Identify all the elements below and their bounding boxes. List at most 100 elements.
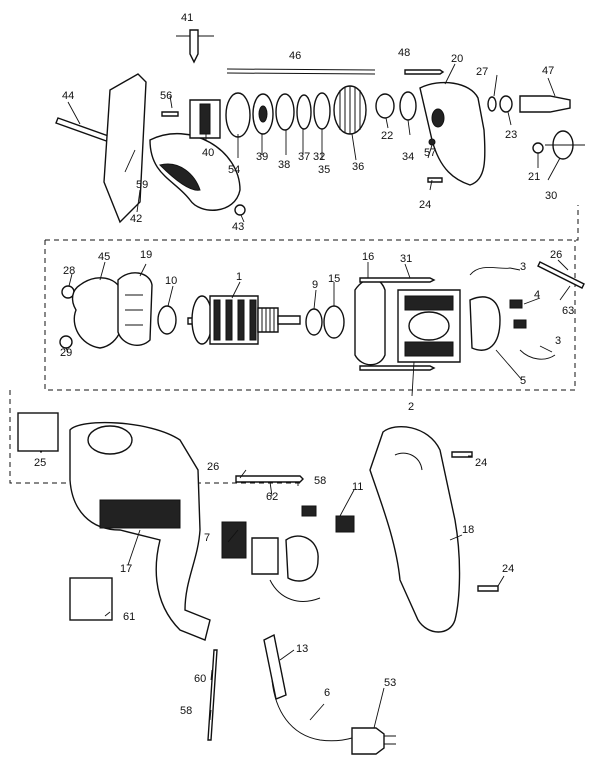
ref-label: 58	[314, 475, 326, 487]
ref-label: 41	[181, 12, 193, 24]
ref-label: 22	[381, 130, 393, 142]
gear-case-boss	[431, 108, 445, 128]
ref-label: 20	[451, 53, 463, 65]
ref-label: 10	[165, 275, 177, 287]
gasket-45	[71, 277, 125, 349]
ring-34	[399, 91, 417, 121]
spindle-47	[519, 95, 571, 113]
pin-62	[235, 475, 304, 483]
ref-label: 48	[398, 47, 410, 59]
ref-label: 54	[228, 164, 240, 176]
strain-relief	[263, 633, 287, 700]
lead-3-top	[469, 266, 511, 276]
brush-4	[509, 299, 527, 329]
ref-label: 53	[384, 677, 396, 689]
ref-label: 23	[505, 129, 517, 141]
ref-label: 30	[545, 190, 557, 202]
ref-label: 25	[34, 457, 46, 469]
ref-label: 46	[289, 50, 301, 62]
housing-right	[369, 425, 461, 633]
ref-label: 36	[352, 161, 364, 173]
pin-60	[207, 649, 218, 741]
ref-label: 13	[296, 643, 308, 655]
plug	[351, 727, 396, 755]
ref-label: 42	[130, 213, 142, 225]
leader-lines	[40, 63, 571, 729]
ref-label: 18	[462, 524, 474, 536]
ref-label: 63	[562, 305, 574, 317]
bearing-23	[499, 95, 513, 113]
screw-24-upper	[451, 451, 473, 458]
ref-label: 21	[528, 171, 540, 183]
ref-label: 39	[256, 151, 268, 163]
ref-label: 38	[278, 159, 290, 171]
nut-43	[234, 204, 246, 216]
screw-31-top	[359, 277, 436, 283]
label-61-box	[69, 577, 113, 621]
ref-label: 44	[62, 90, 74, 102]
chuck-key	[176, 29, 214, 64]
ref-label: 57	[424, 147, 436, 159]
ref-label: 47	[542, 65, 554, 77]
screw-56	[161, 111, 179, 117]
bearing-9	[305, 308, 323, 336]
ref-label: 56	[160, 90, 172, 102]
field	[397, 289, 461, 363]
ref-label: 60	[194, 673, 206, 685]
ref-label: 37	[298, 151, 310, 163]
brush-holder-5	[469, 296, 501, 351]
ref-label: 32	[313, 151, 325, 163]
screw-24-top	[427, 177, 443, 183]
ref-label: 15	[328, 273, 340, 285]
ref-label: 19	[140, 249, 152, 261]
ref-label: 2	[408, 401, 414, 413]
screw-24-lower	[477, 585, 499, 592]
switch	[221, 521, 321, 602]
ref-label: 24	[419, 199, 431, 211]
gear-30	[545, 130, 585, 160]
ref-label: 17	[120, 563, 132, 575]
ref-label: 61	[123, 611, 135, 623]
baffle-plate-19	[117, 272, 153, 346]
spindle-54	[225, 92, 251, 138]
label-25-box	[17, 412, 59, 452]
bearing-22	[375, 93, 395, 119]
washer-38	[275, 93, 295, 131]
ref-label: 26	[550, 249, 562, 261]
bearing-10	[157, 305, 177, 335]
bearing-39-inner	[258, 105, 268, 123]
assembly-boundary-line	[9, 205, 579, 484]
ref-label: 3	[555, 335, 561, 347]
ref-label: 27	[476, 66, 488, 78]
chuck	[189, 99, 221, 139]
ref-label: 40	[202, 147, 214, 159]
ref-label: 5	[520, 375, 526, 387]
side-handle	[103, 73, 241, 224]
lead-3-bottom	[519, 349, 556, 360]
ref-label: 11	[352, 481, 363, 493]
ref-label: 35	[318, 164, 330, 176]
ref-label: 24	[502, 563, 514, 575]
retaining-ring-35	[313, 92, 331, 130]
gear-case	[419, 81, 486, 186]
washer-37	[296, 94, 312, 130]
ref-label: 29	[60, 347, 72, 359]
ref-label: 7	[204, 532, 210, 544]
ref-label: 16	[362, 251, 374, 263]
ref-label: 58	[180, 705, 192, 717]
ref-label: 24	[475, 457, 487, 469]
ref-label: 43	[232, 221, 244, 233]
ref-label: 9	[312, 279, 318, 291]
ref-label: 34	[402, 151, 414, 163]
ref-label: 28	[63, 265, 75, 277]
ref-label: 1	[236, 271, 242, 283]
ref-label: 62	[266, 491, 278, 503]
screw-48	[404, 69, 445, 75]
ref-label: 45	[98, 251, 110, 263]
cord	[271, 679, 353, 742]
pin-57	[428, 138, 436, 146]
ref-label: 31	[400, 253, 412, 265]
rod	[226, 68, 376, 75]
ref-label: 3	[520, 261, 526, 273]
